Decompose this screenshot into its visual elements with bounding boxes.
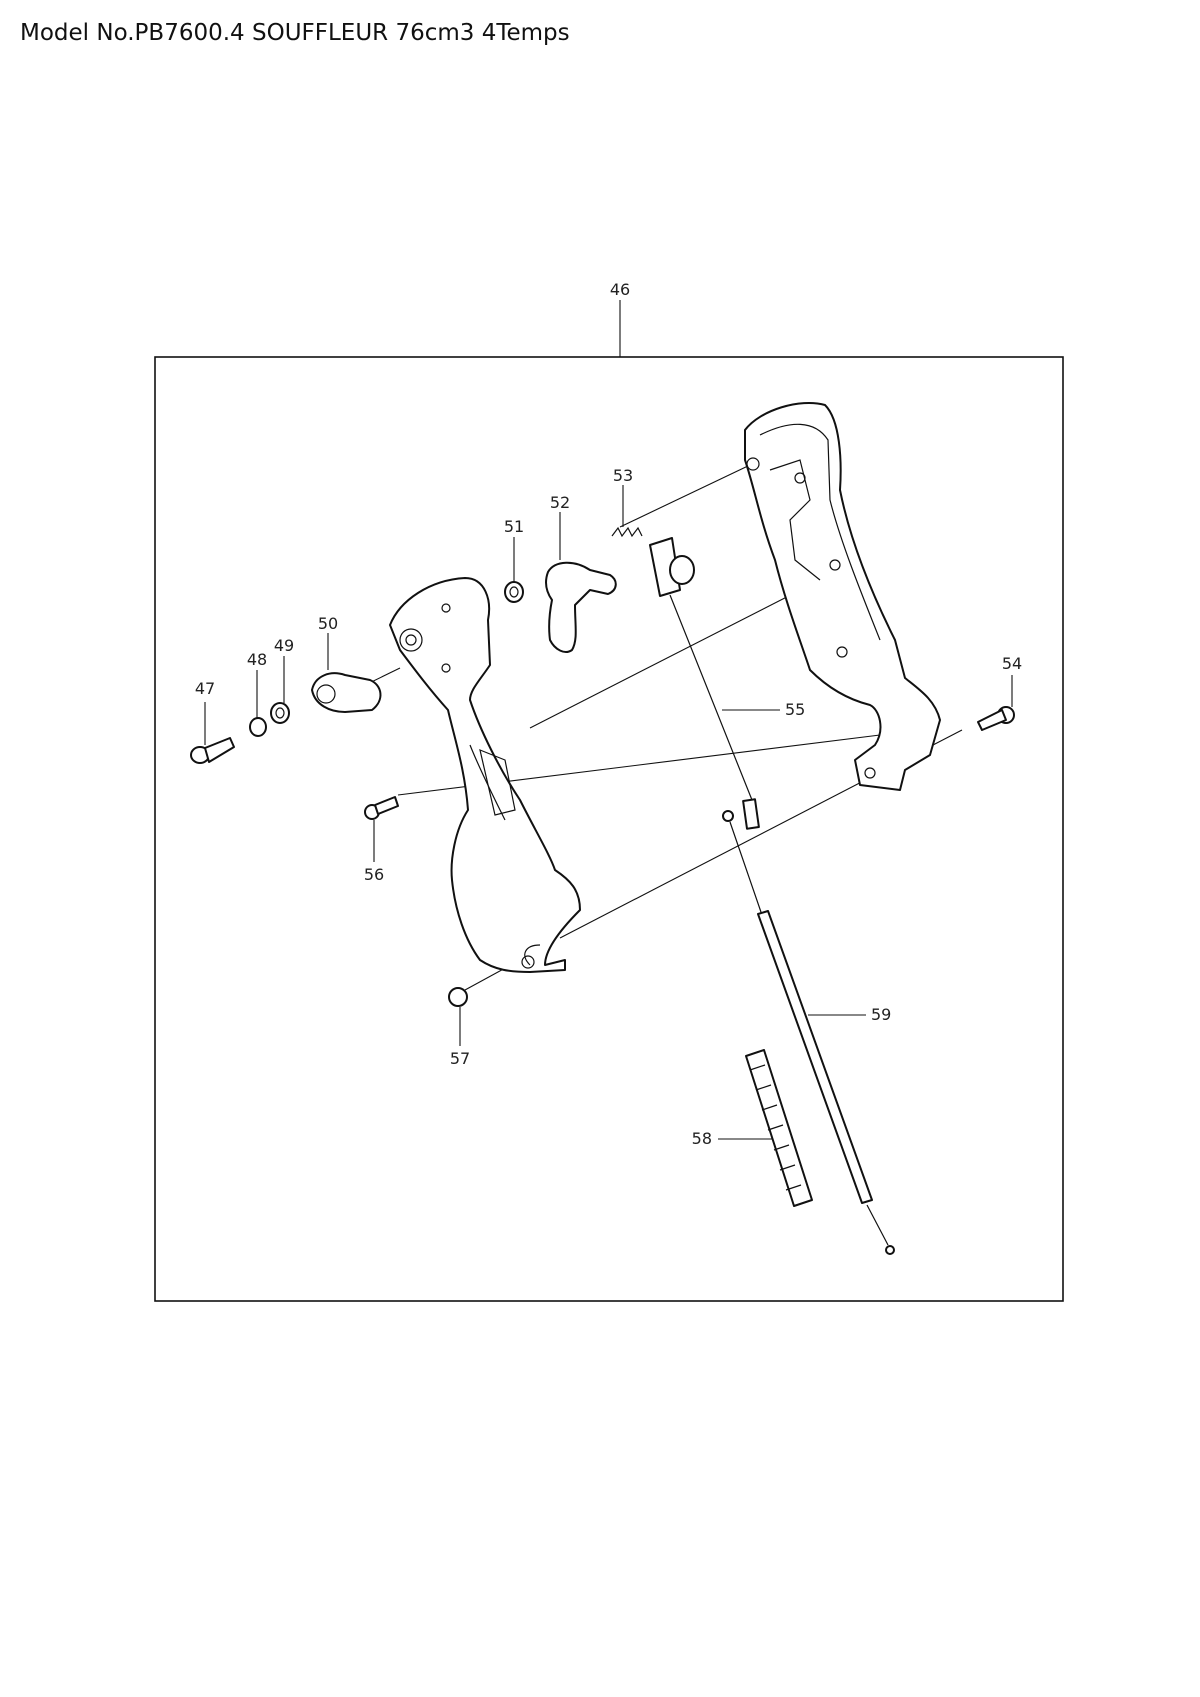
callout-57: 57 (450, 1049, 470, 1068)
callout-54: 54 (1002, 654, 1022, 673)
callout-47: 47 (195, 679, 215, 698)
handle-left-half (389, 577, 581, 973)
part-48-nut (249, 717, 267, 737)
callout-58: 58 (692, 1129, 712, 1148)
part-59-throttle-cable (722, 810, 895, 1255)
part-50-lever (311, 672, 382, 713)
align-line-2 (529, 579, 821, 729)
callout-53: 53 (613, 466, 633, 485)
callout-50: 50 (318, 614, 338, 633)
page-title: Model No.PB7600.4 SOUFFLEUR 76cm3 4Temps (20, 20, 570, 46)
part-49-washer (270, 702, 290, 724)
callout-49: 49 (274, 636, 294, 655)
part-47-bolt (190, 737, 235, 764)
part-58-corrugated-tube (745, 1049, 813, 1207)
callout-59: 59 (871, 1005, 891, 1024)
part-54-screw (977, 706, 1015, 731)
part-57-nut (448, 987, 468, 1007)
callout-55: 55 (785, 700, 805, 719)
callout-56: 56 (364, 865, 384, 884)
part-55-switch (649, 537, 760, 830)
callout-51: 51 (504, 517, 524, 536)
handle-right-half (744, 401, 941, 791)
part-51-bushing (504, 581, 524, 603)
callout-48: 48 (247, 650, 267, 669)
part-53-spring (611, 526, 643, 538)
part-56-screw (364, 796, 399, 820)
align-line-1 (619, 464, 751, 528)
assembly-frame (154, 356, 1064, 1302)
callout-52: 52 (550, 493, 570, 512)
callout-46: 46 (610, 280, 630, 299)
part-52-throttle-trigger (545, 561, 617, 653)
